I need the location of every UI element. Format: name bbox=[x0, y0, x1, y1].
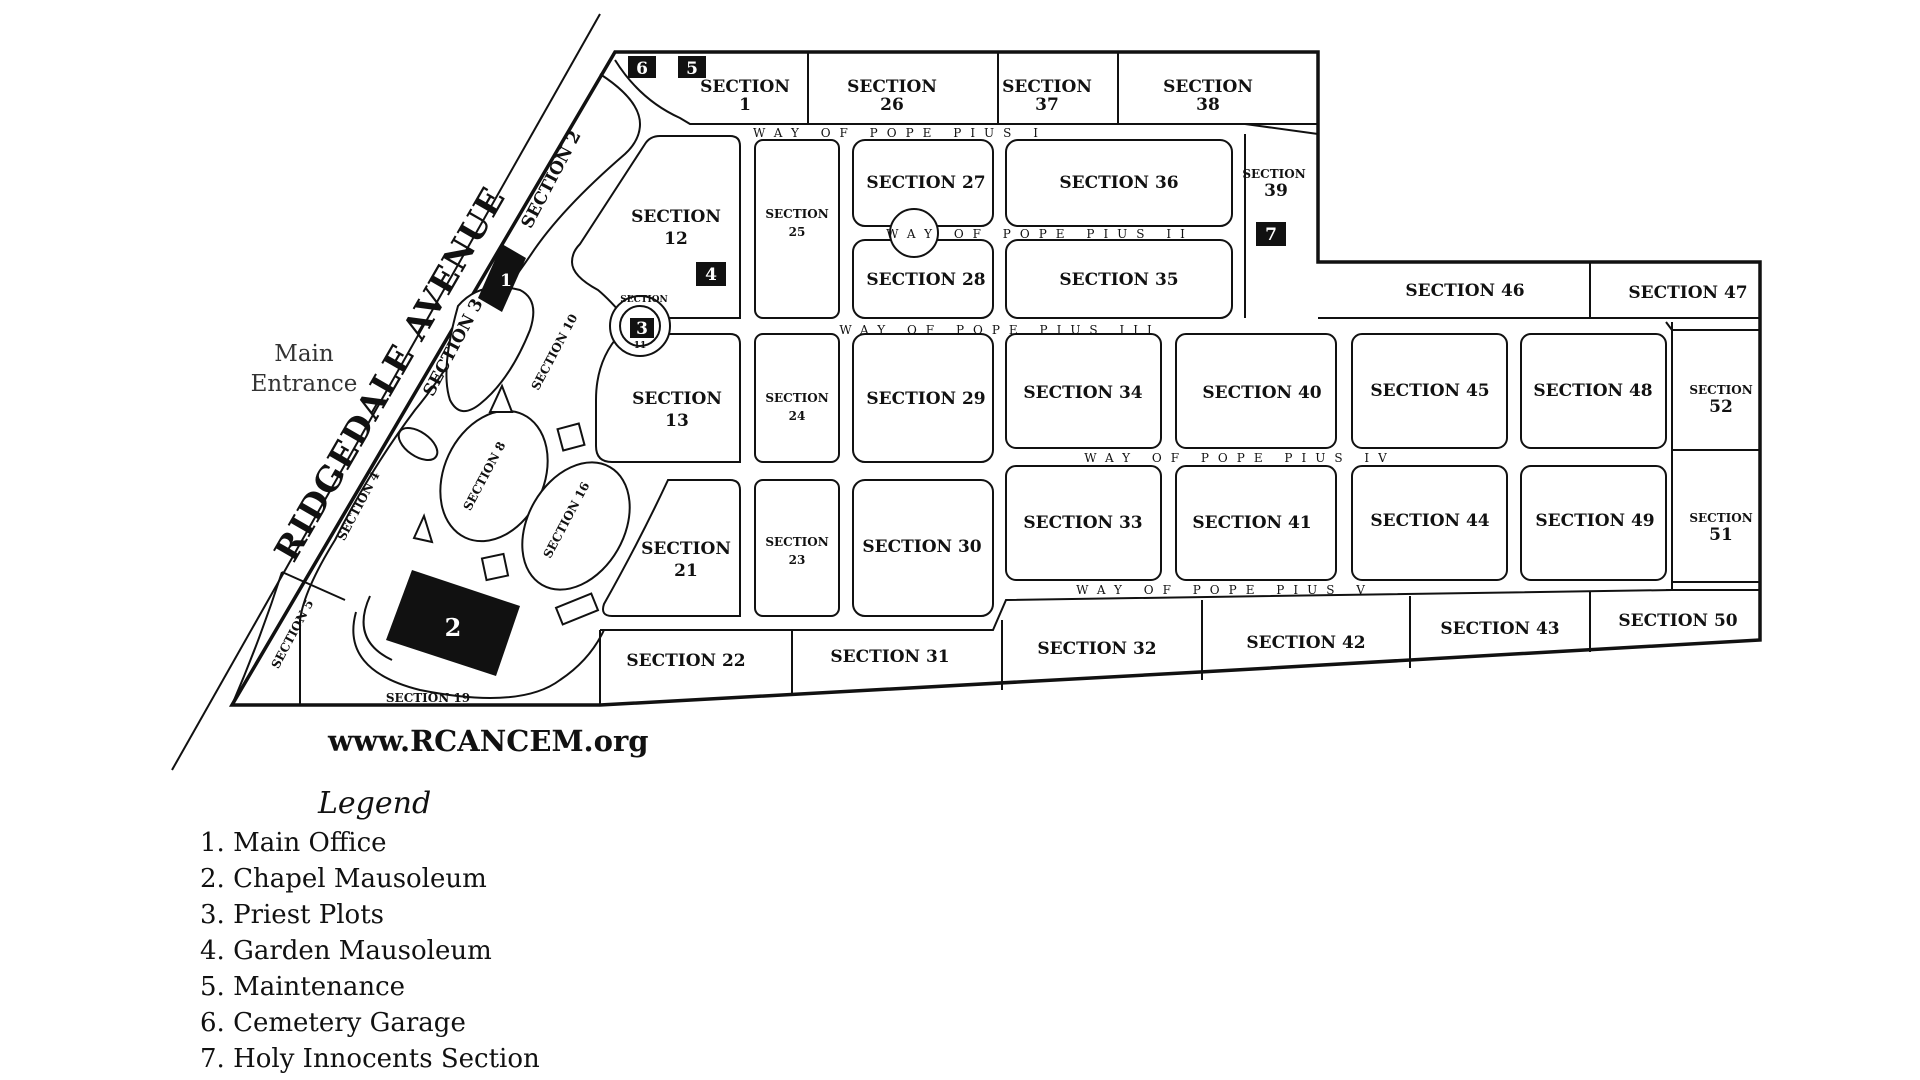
section-44-label: SECTION 44 bbox=[1370, 511, 1489, 531]
section-39-number: 39 bbox=[1264, 181, 1288, 201]
marker-7: 7 bbox=[1265, 225, 1277, 245]
square-plot bbox=[556, 422, 586, 452]
section-23-number: 23 bbox=[789, 553, 806, 567]
section-27-label: SECTION 27 bbox=[866, 173, 985, 193]
section-46-label: SECTION 46 bbox=[1405, 281, 1524, 301]
left-area-plots bbox=[231, 73, 671, 706]
grid-plots bbox=[570, 135, 1673, 617]
section-10-label: SECTION 10 bbox=[529, 312, 581, 393]
section-21-number: 21 bbox=[674, 561, 698, 581]
section-24-number: 24 bbox=[789, 409, 806, 423]
marker-6: 6 bbox=[636, 59, 648, 79]
section-31-label: SECTION 31 bbox=[830, 647, 949, 667]
road-pius-iii: WAY OF POPE PIUS III bbox=[839, 323, 1160, 337]
section-12-label: SECTION bbox=[631, 207, 721, 227]
section-38-number: 38 bbox=[1196, 95, 1220, 115]
section-29-label: SECTION 29 bbox=[866, 389, 985, 409]
section-42-label: SECTION 42 bbox=[1246, 633, 1365, 653]
triangle-plot bbox=[488, 383, 514, 413]
section-22-label: SECTION 22 bbox=[626, 651, 745, 671]
legend-item: 3. Priest Plots bbox=[200, 900, 384, 930]
marker-3: 3 bbox=[636, 319, 648, 339]
legend-item: 5. Maintenance bbox=[200, 972, 405, 1002]
road-pius-v: WAY OF POPE PIUS V bbox=[1076, 583, 1374, 597]
right-upper-sections bbox=[1318, 262, 1760, 590]
section-45-label: SECTION 45 bbox=[1370, 381, 1489, 401]
section-36-label: SECTION 36 bbox=[1059, 173, 1178, 193]
cemetery-boundary bbox=[228, 50, 1762, 707]
legend-item: 7. Holy Innocents Section bbox=[200, 1044, 540, 1074]
map-markers: 6 5 1 4 3 7 2 bbox=[386, 56, 1286, 676]
section-52-number: 52 bbox=[1709, 397, 1733, 417]
section-43-label: SECTION 43 bbox=[1440, 619, 1559, 639]
marker-4: 4 bbox=[705, 265, 717, 285]
section-23-label: SECTION bbox=[765, 535, 828, 549]
triangle-plot bbox=[412, 513, 434, 544]
chapel-mausoleum-building bbox=[386, 570, 520, 676]
marker-1-box bbox=[478, 244, 526, 312]
road-pius-ii: WAY OF POPE PIUS II bbox=[886, 227, 1194, 241]
section-28-label: SECTION 28 bbox=[866, 270, 985, 290]
section-30-label: SECTION 30 bbox=[862, 537, 981, 557]
section-41-label: SECTION 41 bbox=[1192, 513, 1311, 533]
road-pius-iv: WAY OF POPE PIUS IV bbox=[1084, 451, 1396, 465]
website-url: www.RCANCEM.org bbox=[327, 724, 649, 758]
section-25-number: 25 bbox=[789, 225, 806, 239]
section-48-label: SECTION 48 bbox=[1533, 381, 1652, 401]
section-50-label: SECTION 50 bbox=[1618, 611, 1737, 631]
legend-title: Legend bbox=[317, 786, 431, 821]
section-26-label: SECTION bbox=[847, 77, 937, 97]
road-pius-i: WAY OF POPE PIUS I bbox=[753, 126, 1047, 140]
section-38-label: SECTION bbox=[1163, 77, 1253, 97]
section-37-number: 37 bbox=[1035, 95, 1059, 115]
section-13-number: 13 bbox=[665, 411, 689, 431]
section-51-label: SECTION bbox=[1689, 511, 1752, 525]
legend-item: 6. Cemetery Garage bbox=[200, 1008, 466, 1038]
section-12-number: 12 bbox=[664, 229, 688, 249]
legend: Legend 1. Main Office 2. Chapel Mausoleu… bbox=[200, 786, 540, 1074]
section-11-number: 11 bbox=[634, 341, 647, 351]
main-entrance-line1: Main bbox=[274, 341, 334, 367]
main-entrance-line2: Entrance bbox=[251, 371, 358, 397]
section-13-label: SECTION bbox=[632, 389, 722, 409]
section-21-label: SECTION bbox=[641, 539, 731, 559]
section-47-label: SECTION 47 bbox=[1628, 283, 1747, 303]
legend-item: 2. Chapel Mausoleum bbox=[200, 864, 487, 894]
section-51-number: 51 bbox=[1709, 525, 1733, 545]
section-39-label: SECTION bbox=[1242, 167, 1305, 181]
section-34-label: SECTION 34 bbox=[1023, 383, 1142, 403]
section-40-label: SECTION 40 bbox=[1202, 383, 1321, 403]
section-1-label: SECTION bbox=[700, 77, 790, 97]
avenue-edge-outer bbox=[171, 13, 601, 771]
section-11-label: SECTION bbox=[620, 295, 668, 305]
section-35-label: SECTION 35 bbox=[1059, 270, 1178, 290]
section-49-label: SECTION 49 bbox=[1535, 511, 1654, 531]
marker-2: 2 bbox=[445, 613, 462, 642]
marker-1: 1 bbox=[500, 271, 512, 291]
legend-item: 4. Garden Mausoleum bbox=[200, 936, 492, 966]
section-32-label: SECTION 32 bbox=[1037, 639, 1156, 659]
legend-item: 1. Main Office bbox=[200, 828, 387, 858]
square-plot bbox=[480, 552, 510, 582]
section-24-label: SECTION bbox=[765, 391, 828, 405]
section-52-label: SECTION bbox=[1689, 383, 1752, 397]
marker-4-box bbox=[696, 262, 726, 286]
square-plot bbox=[554, 592, 600, 626]
section-26-number: 26 bbox=[880, 95, 904, 115]
top-row-sections bbox=[614, 52, 1319, 318]
section-19-label: SECTION 19 bbox=[386, 691, 470, 705]
marker-5-box bbox=[678, 56, 706, 78]
road-labels: WAY OF POPE PIUS I WAY OF POPE PIUS II W… bbox=[753, 126, 1396, 597]
marker-7-box bbox=[1256, 222, 1286, 246]
section-25-label: SECTION bbox=[765, 207, 828, 221]
section-5-label: SECTION 5 bbox=[268, 597, 316, 671]
marker-5: 5 bbox=[686, 59, 698, 79]
marker-6-box bbox=[628, 56, 656, 78]
marker-3-box bbox=[630, 318, 654, 338]
section-1-number: 1 bbox=[739, 95, 751, 115]
bottom-row-sections bbox=[599, 589, 1760, 705]
section-37-label: SECTION bbox=[1002, 77, 1092, 97]
section-33-label: SECTION 33 bbox=[1023, 513, 1142, 533]
